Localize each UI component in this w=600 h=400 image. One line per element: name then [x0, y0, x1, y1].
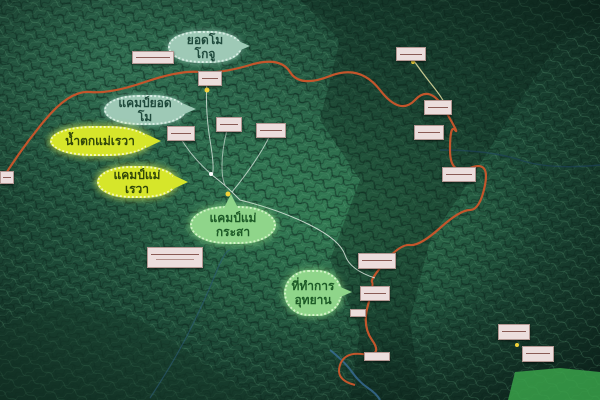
sign-east-3	[414, 125, 444, 140]
sign-bottom-left	[147, 247, 203, 268]
label-yodmo-camp-tail	[182, 103, 196, 115]
label-yodmo-peak: ยอดโมโกจู	[168, 31, 242, 63]
label-maerewa-camp-tail	[173, 175, 188, 189]
label-maekrasa-camp: แคมป์แม่กระสา	[190, 206, 276, 244]
sign-far-right-2	[522, 346, 554, 362]
sign-yodmo-peak	[132, 51, 174, 64]
sign-south-1	[358, 253, 396, 269]
sign-hq	[360, 286, 390, 301]
label-park-headquarters: ที่ทำการ อุทยาน	[284, 270, 342, 316]
label-yodmo-camp: แคมป์ยอดโม	[104, 95, 186, 125]
label-yodmo-peak-tail	[236, 40, 250, 52]
label-maerewa-camp: แคมป์แม่เรวา	[97, 166, 177, 198]
sign-east-2	[424, 100, 452, 115]
sign-yodmo-camp	[198, 71, 222, 86]
sign-east-4	[442, 167, 476, 182]
label-maerewa-waterfall-tail	[146, 134, 161, 148]
sign-left-edge	[0, 171, 14, 184]
label-maerewa-waterfall: น้ำตกแม่เรวา	[50, 126, 150, 156]
sign-center-2	[216, 117, 242, 132]
sign-center-3	[256, 123, 286, 138]
sign-east-1	[396, 47, 426, 61]
sign-small-hq	[350, 309, 366, 317]
sign-center-1	[167, 126, 195, 141]
sign-small-bottom	[364, 352, 390, 361]
label-maekrasa-camp-tail	[224, 194, 238, 208]
sign-far-right-1	[498, 324, 530, 340]
label-park-headquarters-tail	[338, 286, 352, 298]
